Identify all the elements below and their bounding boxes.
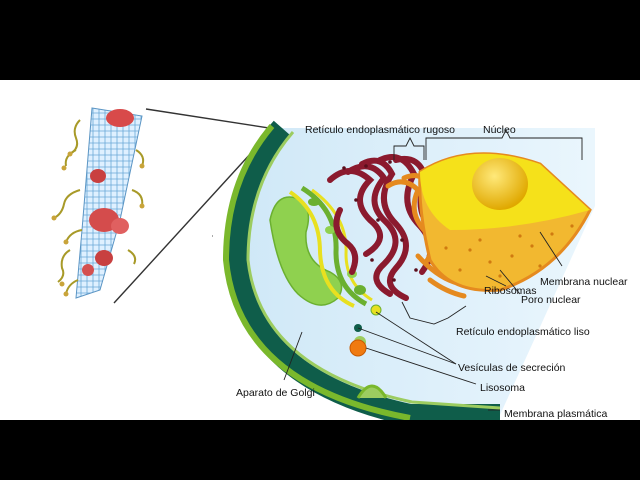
label-plasma-membrane: Membrana plasmática xyxy=(504,408,607,420)
letterbox-top xyxy=(0,0,640,80)
diagram-canvas: Retículo endoplasmático rugoso Núcleo Me… xyxy=(0,80,640,420)
label-nuclear-membrane: Membrana nuclear xyxy=(540,276,628,288)
cell-cross-section xyxy=(226,126,595,418)
label-lysosome: Lisosoma xyxy=(480,382,525,394)
letterbox-bottom xyxy=(0,420,640,480)
nucleolus xyxy=(472,158,528,210)
label-nucleus: Núcleo xyxy=(483,124,516,136)
lysosome-shape xyxy=(350,340,366,356)
label-smooth-er: Retículo endoplasmático liso xyxy=(456,326,590,338)
protein-shape xyxy=(106,109,134,127)
membrane-closeup xyxy=(52,108,145,298)
label-secretory-vesicles: Vesículas de secreción xyxy=(458,362,566,374)
label-ribosomes: Ribosomas xyxy=(484,285,537,297)
label-golgi: Aparato de Golgi xyxy=(236,387,315,399)
label-rough-er: Retículo endoplasmático rugoso xyxy=(305,124,455,136)
cell-diagram: Retículo endoplasmático rugoso Núcleo Me… xyxy=(0,80,640,420)
zoom-line-top xyxy=(146,109,282,130)
